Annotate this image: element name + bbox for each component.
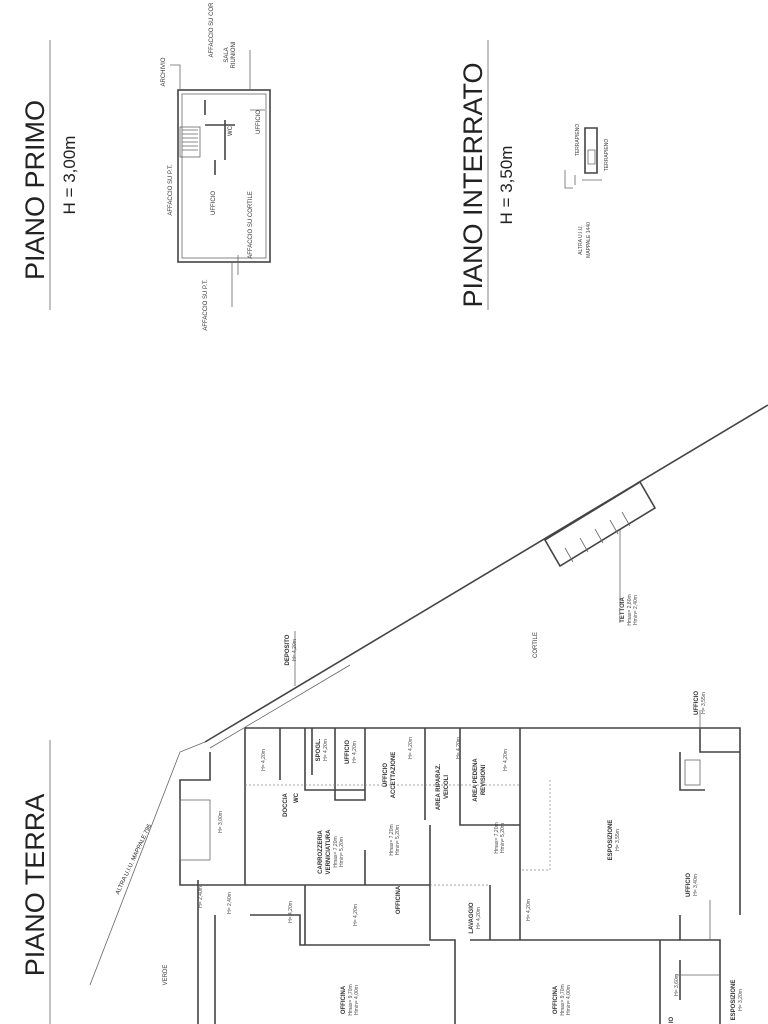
label-altra-796: ALTRA U.I.U. MAPPALE 796 xyxy=(115,823,153,896)
label-tettoia-hmax: Hmax= 2,80m xyxy=(627,594,633,625)
label-h240-b: H= 2,40m xyxy=(227,892,233,914)
label-officina-hmax: Hmax= 7,20m xyxy=(389,824,395,855)
label-carrozzeria-hmax: Hmax= 7,20m xyxy=(333,836,339,867)
first-floor-plan xyxy=(170,50,271,307)
title-piano-primo: PIANO PRIMO xyxy=(20,100,50,280)
label-riparaz-1: AREA RIPARAZ. xyxy=(436,764,442,811)
label-tettoia: TETTOIA xyxy=(620,597,626,623)
basement-plan xyxy=(564,127,602,189)
label-officina-3-hmax: Hmax= 9,70m xyxy=(560,984,566,1015)
height-piano-primo: H = 3,00m xyxy=(60,136,79,215)
label-officina-2: OFFICINA xyxy=(341,985,347,1014)
label-officina-2-hmax: Hmax= 9,70m xyxy=(348,984,354,1015)
label-ufficio-h: H= 4,20m xyxy=(352,741,358,763)
title-piano-terra: PIANO TERRA xyxy=(20,794,50,977)
label-officina-2-hmin: Hmin= 4,00m xyxy=(354,985,360,1015)
label-pedana-hmin: Hmin= 5,20m xyxy=(500,823,506,853)
label-pedana-hmax: Hmax= 7,20m xyxy=(494,822,500,853)
ground-floor-walls xyxy=(179,710,741,1024)
label-pedana-1: AREA PEDENA xyxy=(473,758,479,802)
label-pedana-2: REVISIONI xyxy=(481,764,487,795)
label-h360: H= 3,60m xyxy=(674,974,680,996)
label-riparaz-h: H= 4,20m xyxy=(456,737,462,759)
label-riunioni: RIUNIONI xyxy=(231,41,237,68)
label-archivio: ARCHIVIO xyxy=(161,57,167,86)
label-officina: OFFICINA xyxy=(396,885,402,914)
label-officina-3: OFFICINA xyxy=(553,985,559,1014)
label-riparaz-2: VEICOLI xyxy=(444,775,450,799)
label-ufficio-b-h: H= 3,40m xyxy=(693,874,699,896)
label-doccia: DOCCIA xyxy=(283,793,289,817)
label-sala: SALA xyxy=(224,47,230,62)
label-carrozzeria-1: CARROZZERIA xyxy=(318,830,324,874)
label-ufficio: UFFICIO xyxy=(345,740,351,764)
label-pedana-h: H= 4,20m xyxy=(503,749,509,771)
label-tettoia-hmin: Hmin= 2,40m xyxy=(633,595,639,625)
label-verde: VERDE xyxy=(163,965,169,986)
label-h420-b: H= 4,20m xyxy=(288,901,294,923)
label-wc: WC xyxy=(228,125,234,136)
label-accettazione-1: UFFICIO xyxy=(383,763,389,787)
label-officina-hmin: Hmin= 5,20m xyxy=(395,825,401,855)
title-piano-interrato: PIANO INTERRATO xyxy=(458,62,488,307)
label-acc-h: H= 4,20m xyxy=(408,737,414,759)
label-affaccio-cortile: AFFACCIO SU CORTILE xyxy=(248,191,254,259)
label-carrozzeria-2: VERNICIATURA xyxy=(326,829,332,875)
label-h420-c: H= 4,20m xyxy=(353,904,359,926)
height-piano-interrato: H = 3,50m xyxy=(497,146,516,225)
label-ufficio-cut: IO xyxy=(669,1017,675,1024)
label-ufficio-c-h: H= 3,55m xyxy=(701,692,707,714)
label-esposizione-h: H= 3,55m xyxy=(615,829,621,851)
label-ufficio-c: UFFICIO xyxy=(694,691,700,715)
label-wc: WC xyxy=(294,792,300,803)
label-esposizione-2: ESPOSIZIONE xyxy=(731,980,737,1021)
label-terrapieno-1: TERRAPIENO xyxy=(575,124,581,157)
label-officina-3-hmin: Hmin= 4,00m xyxy=(566,985,572,1015)
label-affaccio-cortile-top: AFFACCIO SU COR xyxy=(209,2,215,58)
label-ufficio-main: UFFICIO xyxy=(211,191,217,215)
label-deposito-h: H= 4,20m xyxy=(292,639,298,661)
label-altra-1440-1: ALTRA U.I.U. xyxy=(578,225,584,255)
label-affaccio-pt-1: AFFACCIO SU P.T. xyxy=(168,164,174,216)
label-lavaggio: LAVAGGIO xyxy=(469,902,475,933)
label-ufficio-b: UFFICIO xyxy=(686,873,692,897)
label-deposito: DEPOSITO xyxy=(285,634,291,665)
label-esposizione: ESPOSIZIONE xyxy=(608,820,614,861)
label-carrozzeria-hmin: Hmin= 5,20m xyxy=(339,837,345,867)
label-esposizione-2-h: H= 3,20m xyxy=(738,989,744,1011)
label-h420-d: H= 4,20m xyxy=(526,899,532,921)
label-lavaggio-h: H= 4,20m xyxy=(476,907,482,929)
label-spogl: SPOGL. xyxy=(316,738,322,761)
label-h300: H= 3,00m xyxy=(218,811,224,833)
label-cortile: CORTILE xyxy=(533,632,539,658)
site-boundaries xyxy=(89,404,768,986)
label-h240-a: H= 2,40m xyxy=(198,886,204,908)
label-terrapieno-2: TERRAPIENO xyxy=(604,139,610,172)
label-altra-1440-2: MAPPALE 1440 xyxy=(586,222,592,258)
label-accettazione-2: ACCETTAZIONE xyxy=(391,752,397,799)
label-h420-a: H= 4,20m xyxy=(261,749,267,771)
label-ufficio-small: UFFICIO xyxy=(256,110,262,134)
label-spogl-h: H= 4,20m xyxy=(323,739,329,761)
label-affaccio-pt-2: AFFACCIO SU P.T. xyxy=(203,279,209,331)
